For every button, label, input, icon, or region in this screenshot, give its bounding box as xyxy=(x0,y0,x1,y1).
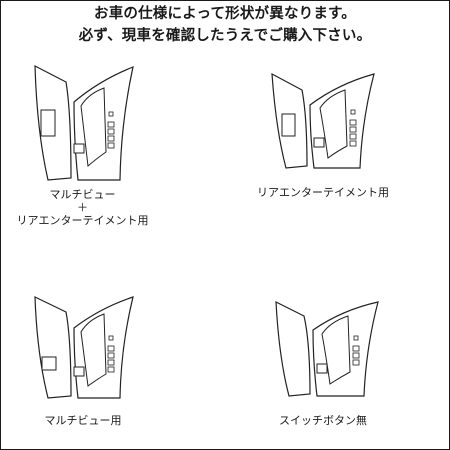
caption-2-line-1: リアエンターテイメント用 xyxy=(257,186,389,199)
caption-3: マルチビュー用 xyxy=(18,414,148,427)
small-tab xyxy=(73,143,85,154)
switch-indicator xyxy=(108,335,114,341)
switch-indicator xyxy=(350,109,356,115)
switch-stack xyxy=(352,345,360,366)
caption-4: スイッチボタン無 xyxy=(263,414,383,427)
variant-2-drawing xyxy=(271,72,375,169)
switch-stack xyxy=(107,121,115,149)
variant-no-switch xyxy=(272,298,382,398)
small-tab xyxy=(316,363,328,374)
small-tab xyxy=(73,366,85,377)
variant-3-drawing xyxy=(34,296,134,399)
variant-4-drawing xyxy=(275,301,379,397)
notice-line-2: 必ず、現車を確認したうえでご購入下さい。 xyxy=(78,28,372,44)
small-tab xyxy=(313,137,325,148)
left-panel xyxy=(34,296,72,399)
right-panel-window xyxy=(321,315,351,385)
variant-rear-ent xyxy=(268,70,378,170)
switch-stack xyxy=(349,119,357,147)
caption-1-line-1: マルチビュー xyxy=(49,188,116,201)
notice-line-1: お車の仕様によって形状が異なります。 xyxy=(94,6,356,22)
switch-stack xyxy=(107,345,115,373)
right-panel-window xyxy=(319,89,348,159)
variant-1-drawing xyxy=(34,64,134,181)
caption-1: マルチビュー ＋ リアエンターテイメント用 xyxy=(10,188,155,227)
variant-multiview-rear-ent xyxy=(30,62,140,182)
caption-1-line-2: リアエンターテイメント用 xyxy=(16,214,149,227)
caption-4-line-1: スイッチボタン無 xyxy=(279,414,367,427)
right-panel-window xyxy=(80,313,107,387)
left-panel-window xyxy=(40,109,56,137)
left-panel xyxy=(275,301,311,397)
caption-1-plus: ＋ xyxy=(77,201,88,214)
caption-3-line-1: マルチビュー用 xyxy=(44,414,122,427)
switch-indicator xyxy=(108,111,114,117)
variant-multiview xyxy=(30,292,140,402)
left-panel-window xyxy=(41,356,57,371)
switch-indicator xyxy=(353,335,359,341)
right-panel-window xyxy=(80,87,107,168)
left-panel-window xyxy=(281,113,296,137)
caption-2: リアエンターテイメント用 xyxy=(248,186,398,199)
